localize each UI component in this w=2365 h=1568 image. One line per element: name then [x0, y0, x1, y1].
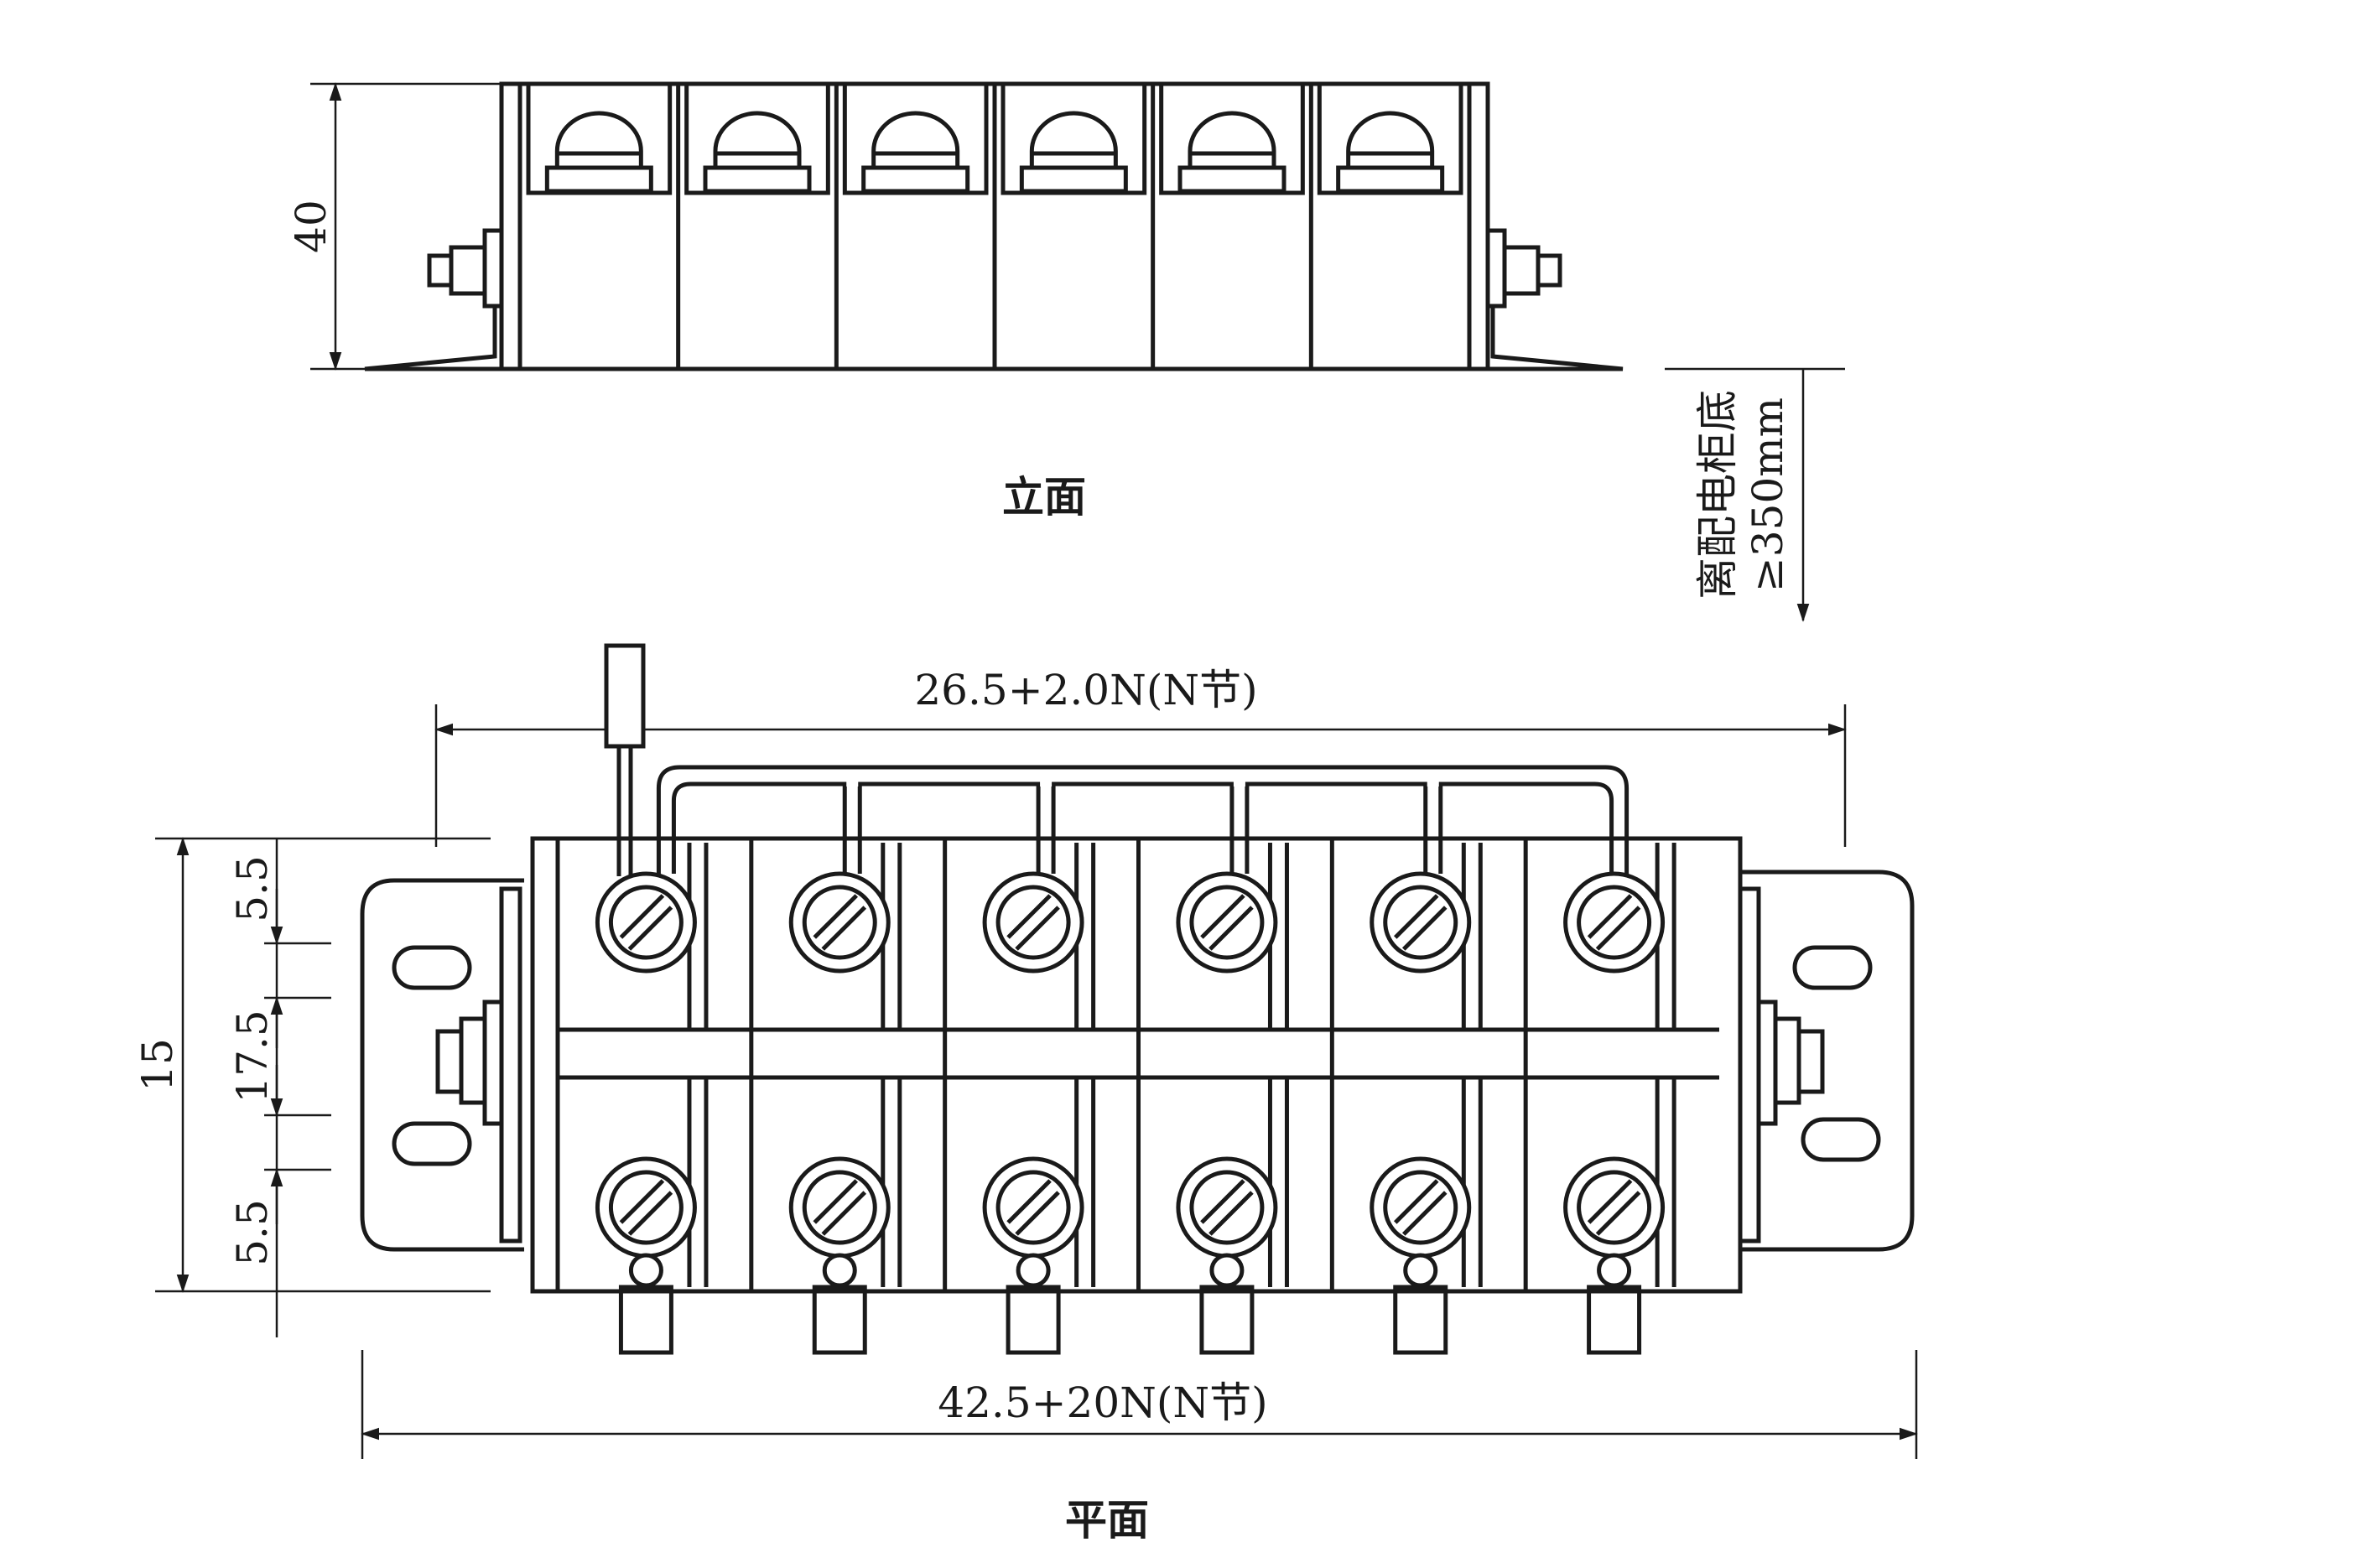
- plan-busbar: [616, 746, 1630, 876]
- elevation-screw-icon: [703, 111, 812, 194]
- knurled-lead-icon: [1006, 1253, 1061, 1355]
- elevation-right-endplate: [1467, 81, 1490, 371]
- knurled-lead-icon: [1587, 1253, 1642, 1355]
- knurled-lead-icon: [618, 1253, 673, 1355]
- plan-module: [1523, 839, 1676, 1355]
- top-screw-icon: [1563, 871, 1666, 974]
- left-slot-bottom: [392, 1121, 472, 1166]
- left-bolt-nut: [459, 1016, 487, 1105]
- knurled-lead-icon: [1393, 1253, 1448, 1355]
- bottom-screw-icon: [1176, 1156, 1278, 1259]
- top-screw-icon: [1176, 871, 1278, 974]
- plan-module: [1136, 839, 1289, 1355]
- bottom-screw-icon: [982, 1156, 1084, 1259]
- elevation-module: [676, 84, 830, 369]
- elevation-module: [1151, 84, 1305, 369]
- plan-module: [749, 839, 902, 1355]
- bottom-screw-icon: [1370, 1156, 1472, 1259]
- plan-view: 26.5+2.0N(N节) 42.5+20N(N节) 15 5.5 17.5 5…: [133, 643, 1918, 1459]
- top-screw-icon: [595, 871, 697, 974]
- plan-dim-middle-label: 17.5: [228, 1010, 277, 1103]
- elevation-right-bolt: [1485, 228, 1562, 309]
- left-bolt-end: [435, 1029, 464, 1094]
- top-screw-icon: [1370, 871, 1472, 974]
- knurled-lead-icon: [812, 1253, 867, 1355]
- elevation-view: 40: [287, 81, 1624, 371]
- left-endplate-plan: [499, 886, 522, 1243]
- elevation-left-bolt: [427, 228, 504, 309]
- bottom-screw-icon: [788, 1156, 891, 1259]
- elevation-module: [834, 84, 989, 369]
- plan-left-total-label: 15: [133, 1038, 182, 1092]
- plan-module: [555, 839, 709, 1355]
- bottom-screw-icon: [1563, 1156, 1666, 1259]
- right-bolt-washer: [1756, 999, 1778, 1126]
- elevation-modules: [526, 84, 1463, 369]
- elevation-left-endplate: [499, 81, 522, 371]
- right-endplate-plan: [1738, 886, 1761, 1243]
- lead-terminal: [604, 643, 646, 749]
- elevation-screw-icon: [544, 111, 653, 194]
- right-bolt-nut: [1773, 1016, 1801, 1105]
- right-slot-bottom: [1801, 1117, 1881, 1162]
- left-slot-top: [392, 945, 472, 990]
- elevation-screw-icon: [1177, 111, 1286, 194]
- plan-modules: [555, 839, 1676, 1355]
- clearance-line1: 离配电柜底: [1693, 390, 1742, 600]
- elevation-screw-icon: [1019, 111, 1128, 194]
- elevation-module: [992, 84, 1147, 369]
- left-bolt-washer: [482, 999, 504, 1126]
- plan-bottom-dim-label: 42.5+20N(N节): [938, 1378, 1267, 1427]
- plan-caption: 平面: [1065, 1495, 1149, 1545]
- elevation-screw-icon: [861, 111, 970, 194]
- knurled-lead-icon: [1199, 1253, 1255, 1355]
- plan-right-bracket: [1738, 870, 1915, 1252]
- top-screw-icon: [982, 871, 1084, 974]
- elevation-module: [1308, 84, 1463, 369]
- plan-module: [1329, 839, 1483, 1355]
- elevation-caption: 立面: [1002, 472, 1086, 522]
- right-bolt-end: [1796, 1029, 1825, 1094]
- plan-dim-bottom-label: 5.5: [228, 1199, 277, 1266]
- plan-module: [943, 839, 1096, 1355]
- elevation-height-label: 40: [287, 200, 335, 253]
- top-screw-icon: [788, 871, 891, 974]
- clearance-line2: ≥350mm: [1744, 397, 1792, 592]
- elevation-screw-icon: [1336, 111, 1445, 194]
- plan-top-dim-label: 26.5+2.0N(N节): [914, 666, 1257, 714]
- elevation-module: [526, 84, 673, 195]
- right-slot-top: [1792, 945, 1873, 990]
- plan-dim-top-label: 5.5: [228, 855, 277, 922]
- bottom-screw-icon: [595, 1156, 697, 1259]
- clearance-note: 离配电柜底 ≥350mm: [1665, 367, 1845, 622]
- plan-left-bracket: [360, 878, 524, 1252]
